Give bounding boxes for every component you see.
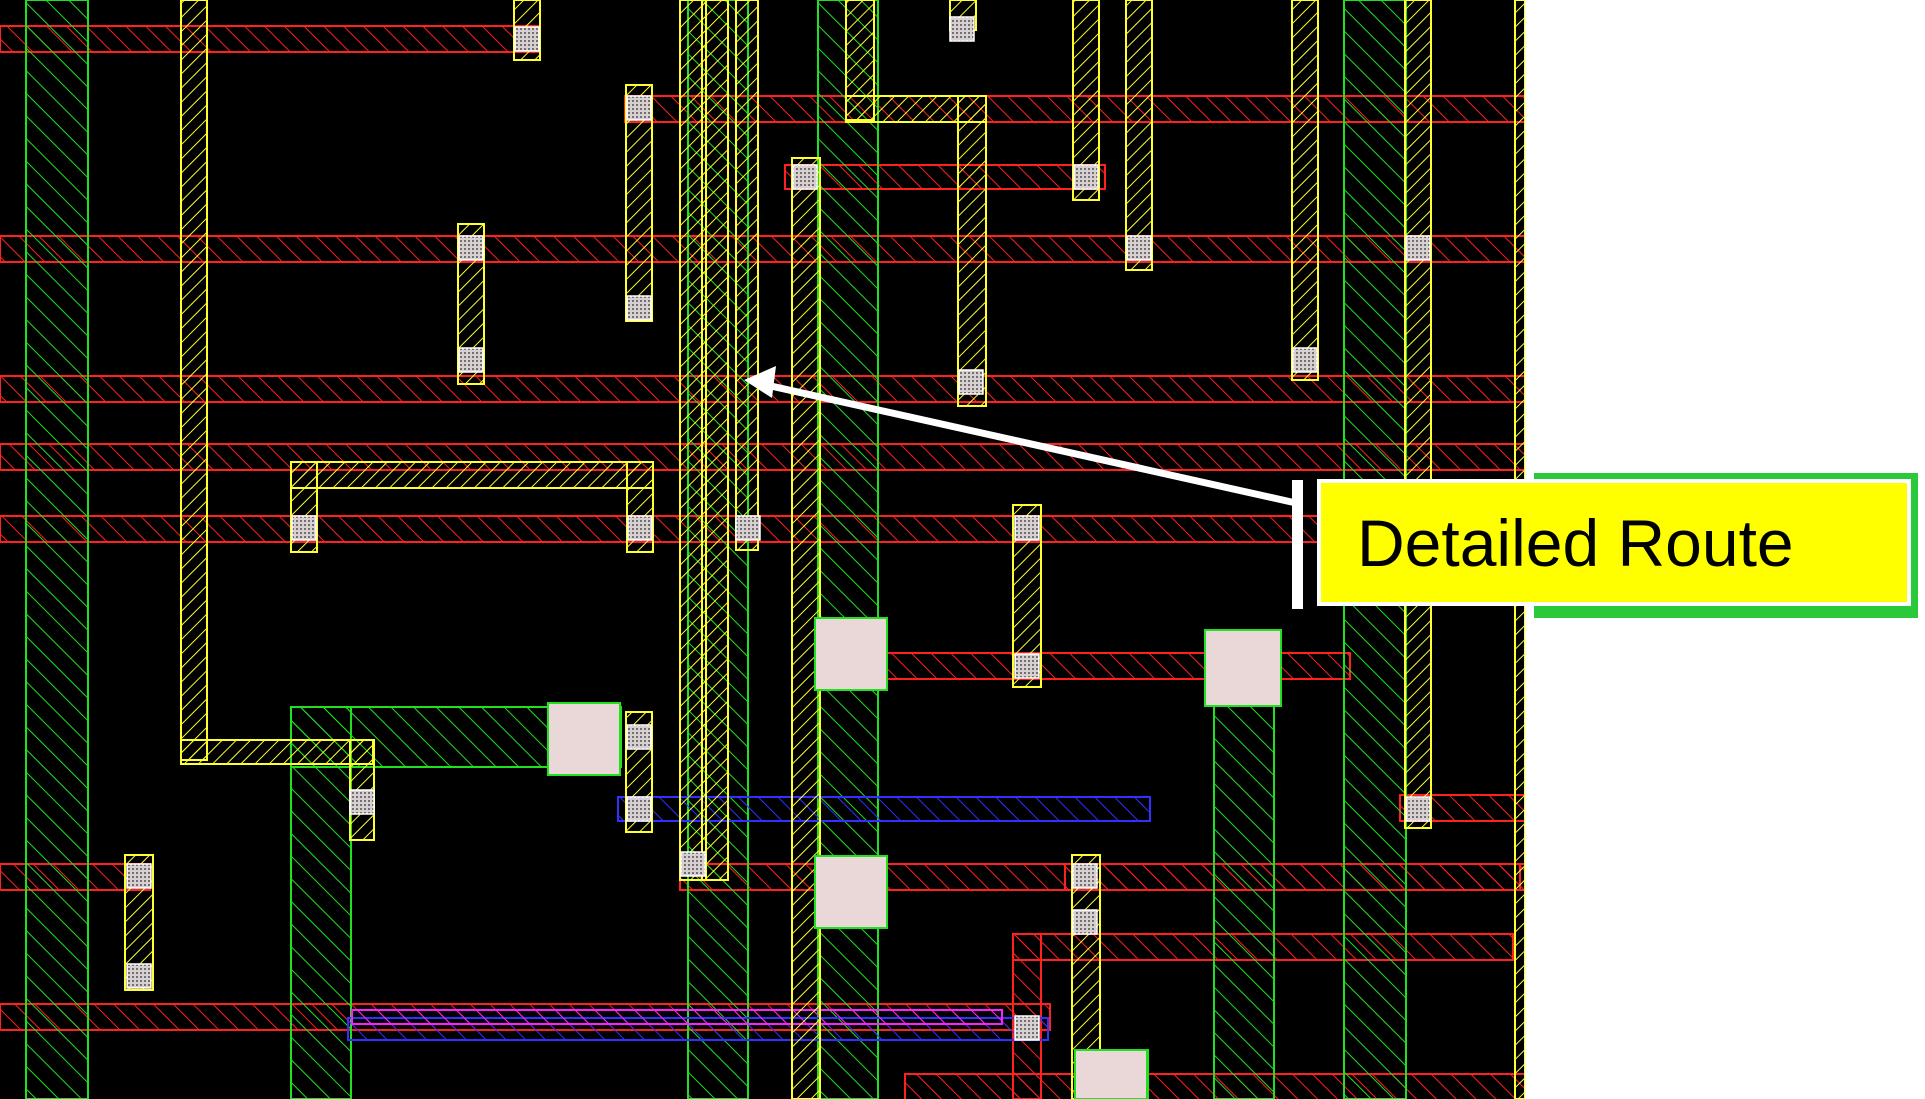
via <box>958 369 984 395</box>
via <box>1014 653 1040 679</box>
via <box>458 235 484 261</box>
via <box>514 26 540 52</box>
v-wire <box>625 84 653 322</box>
contact-pad <box>814 855 888 929</box>
h-wire <box>0 443 1525 471</box>
via <box>792 164 818 190</box>
v-wire <box>1404 0 1432 829</box>
via <box>735 515 761 541</box>
via <box>1072 863 1098 889</box>
via <box>627 515 653 541</box>
v-wire <box>290 461 654 489</box>
v-wire <box>735 0 759 551</box>
callout-box: Detailed Route <box>1317 479 1911 606</box>
via <box>626 724 652 750</box>
via <box>626 95 652 121</box>
v-wire <box>180 0 208 761</box>
via <box>1072 909 1098 935</box>
via <box>626 796 652 822</box>
wide-wire <box>290 706 352 1099</box>
via <box>1126 235 1152 261</box>
highlight-wire <box>351 1009 1003 1025</box>
via <box>126 963 152 989</box>
v-wire <box>180 739 374 765</box>
wide-wire <box>25 0 89 1099</box>
contact-pad <box>1204 629 1282 707</box>
h-wire <box>1064 863 1525 891</box>
contact-pad <box>547 702 621 776</box>
highlight-route-layer <box>351 1009 1003 1025</box>
contact-layer <box>547 617 1282 1099</box>
wide-wire <box>817 0 879 1099</box>
via <box>626 295 652 321</box>
via <box>291 515 317 541</box>
via <box>458 347 484 373</box>
via <box>1405 235 1431 261</box>
v-wire <box>1291 0 1319 381</box>
callout-divider <box>1292 480 1303 609</box>
v-wire <box>1125 0 1153 271</box>
via <box>1405 796 1431 822</box>
via <box>1014 515 1040 541</box>
via <box>949 16 975 42</box>
via <box>1292 347 1318 373</box>
h-wire <box>0 25 541 53</box>
via <box>126 863 152 889</box>
via <box>1014 1015 1040 1041</box>
via <box>1073 164 1099 190</box>
via <box>680 851 706 877</box>
v-wire <box>701 0 729 881</box>
callout-label: Detailed Route <box>1357 505 1794 580</box>
v-wire <box>957 95 987 407</box>
h-wire <box>0 515 1525 543</box>
contact-pad <box>1074 1049 1148 1099</box>
contact-pad <box>814 617 888 691</box>
h-wire <box>0 235 1525 263</box>
via <box>349 789 375 815</box>
